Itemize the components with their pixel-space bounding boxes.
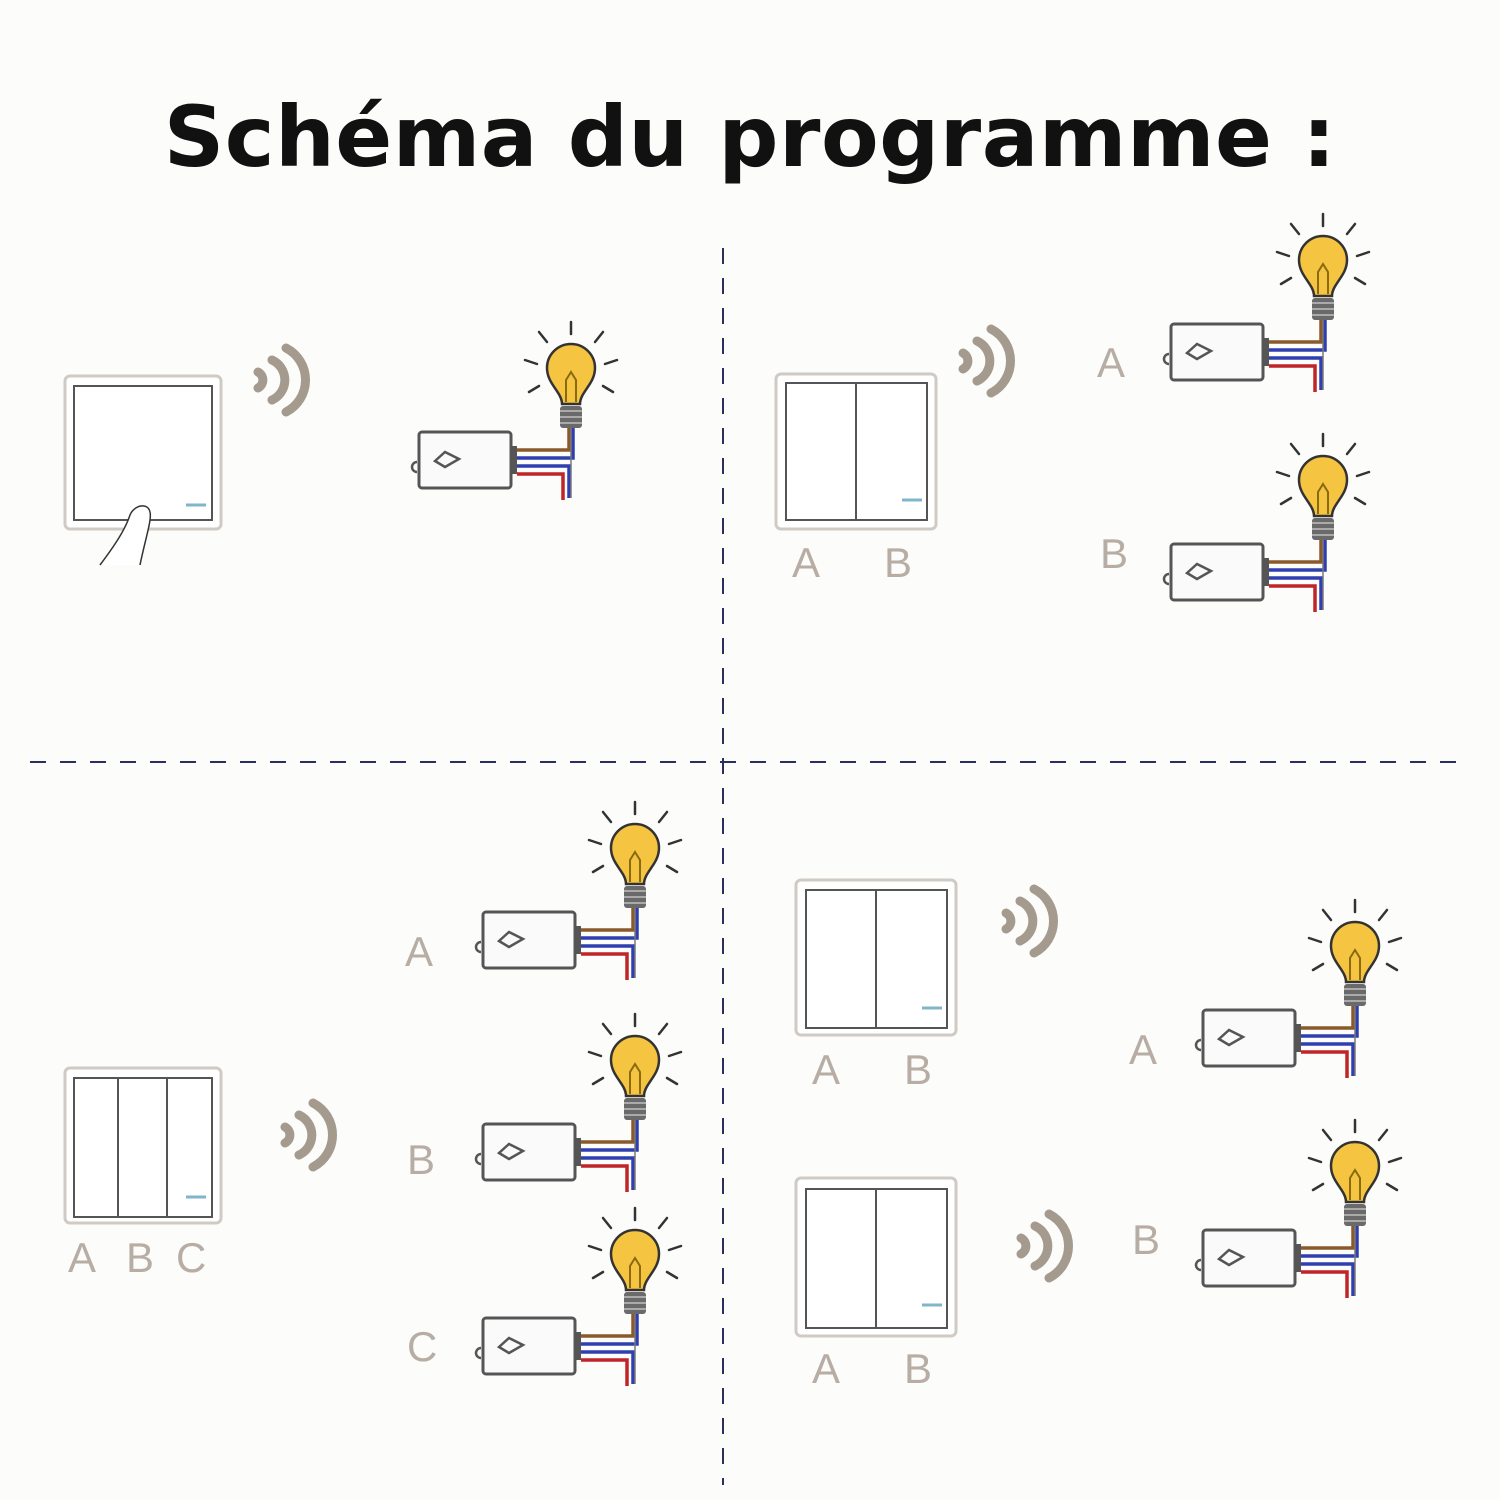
q4-switch2-label-b: B: [904, 1345, 932, 1392]
q4-switch2-label-a: A: [812, 1345, 840, 1392]
q2-switch-label-b: B: [884, 539, 912, 586]
signal-icon: [1021, 1214, 1069, 1278]
q3-switch-label-b: B: [126, 1234, 154, 1281]
q2-double-switch: [774, 372, 938, 531]
signal-icon: [258, 348, 306, 412]
receiver-bulb-icon: [1194, 898, 1403, 1080]
receiver-bulb-icon: [410, 320, 619, 502]
q4-switch1-label-b: B: [904, 1046, 932, 1093]
q3-triple-switch: [63, 1066, 223, 1225]
q2-receiver-label-b: B: [1100, 530, 1128, 577]
receiver-bulb-icon: [474, 800, 683, 982]
q3-switch-label-c: C: [176, 1234, 206, 1281]
q3-switch-label-a: A: [68, 1234, 96, 1281]
receiver-bulb-icon: [474, 1206, 683, 1388]
q4-double-switch-1: [794, 878, 958, 1037]
signal-icon: [285, 1103, 333, 1167]
receiver-bulb-icon: [474, 1012, 683, 1194]
signal-icon: [1006, 889, 1054, 953]
q3-receiver-label-b: B: [407, 1136, 435, 1183]
q4-switch1-label-a: A: [812, 1046, 840, 1093]
receiver-bulb-icon: [1162, 432, 1371, 614]
hand-icon: [99, 505, 152, 566]
page-title: Schéma du programme :: [163, 88, 1337, 186]
q4-receiver-label-a: A: [1129, 1026, 1157, 1073]
q3-receiver-label-a: A: [405, 928, 433, 975]
q3-receiver-label-c: C: [407, 1323, 437, 1370]
q4-double-switch-2: [794, 1176, 958, 1338]
q2-switch-label-a: A: [792, 539, 820, 586]
receiver-bulb-icon: [1194, 1118, 1403, 1300]
q2-receiver-label-a: A: [1097, 339, 1125, 386]
receiver-bulb-icon: [1162, 212, 1371, 394]
signal-icon: [963, 329, 1011, 393]
q1-single-switch: [63, 374, 223, 531]
q4-receiver-label-b: B: [1132, 1216, 1160, 1263]
